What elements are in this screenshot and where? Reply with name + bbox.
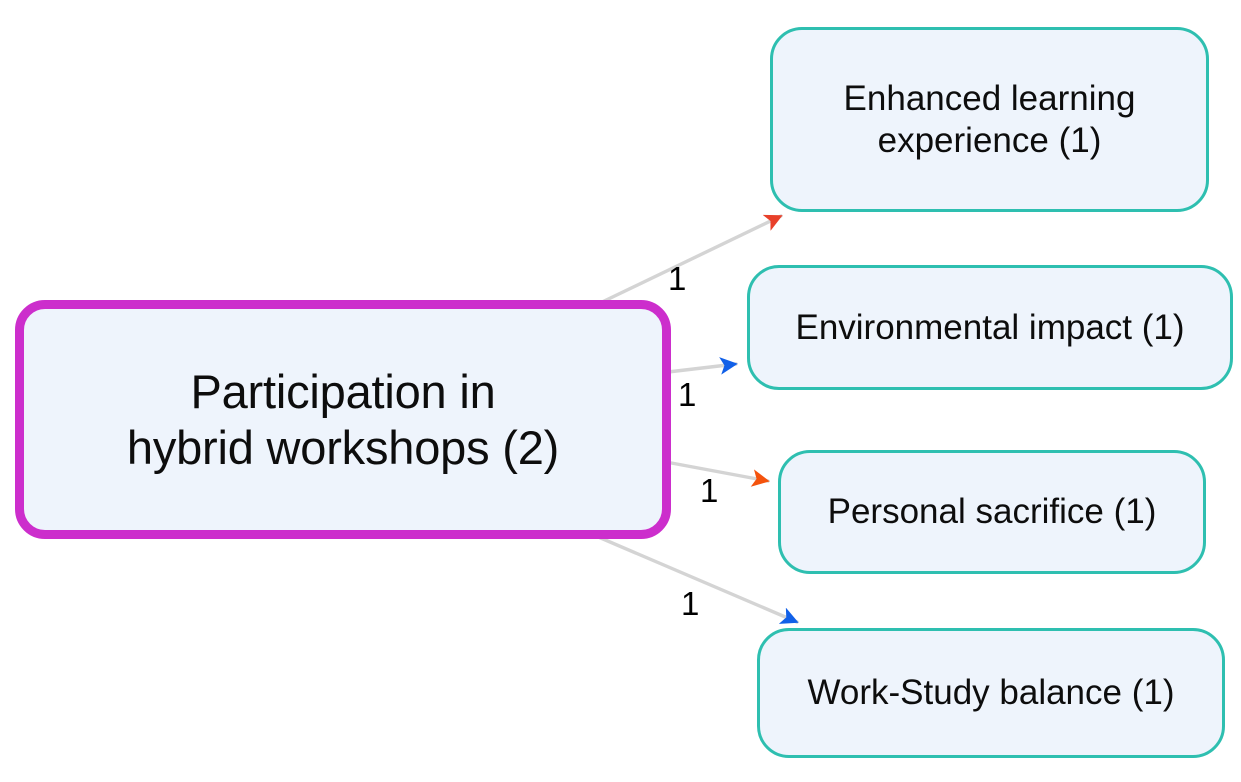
edge-root-to-environmental-impact (666, 357, 738, 375)
edge-label-enhanced-learning-experience: 1 (668, 260, 687, 297)
edge-root-to-personal-sacrifice (664, 460, 770, 487)
edge-label-personal-sacrifice: 1 (700, 472, 719, 509)
edge-label-work-study-balance: 1 (681, 585, 700, 622)
node-enhanced-learning-experience[interactable]: Enhanced learning experience (1) (770, 27, 1209, 212)
node-environmental-impact[interactable]: Environmental impact (1) (747, 265, 1233, 390)
node-root[interactable]: Participation in hybrid workshops (2) (15, 300, 671, 539)
node-work-study-balance[interactable]: Work-Study balance (1) (757, 628, 1225, 758)
node-personal-sacrifice[interactable]: Personal sacrifice (1) (778, 450, 1206, 574)
edge-root-to-work-study-balance (594, 534, 799, 624)
edge-label-environmental-impact: 1 (678, 376, 697, 413)
